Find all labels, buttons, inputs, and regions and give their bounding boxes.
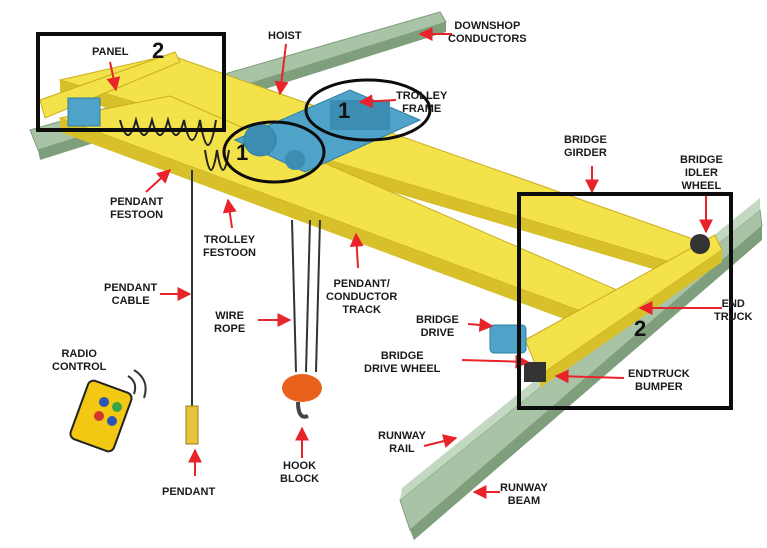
marker-number-hoist: 1 bbox=[236, 140, 249, 165]
end-truck-near bbox=[524, 234, 723, 388]
label-hoist: HOIST bbox=[268, 30, 302, 42]
trolley-frame-unit bbox=[233, 89, 422, 173]
hook-block-unit bbox=[282, 219, 322, 419]
marker-box-panel bbox=[36, 32, 226, 132]
bridge-idler-wheel-shape bbox=[690, 234, 710, 254]
marker-number-trolley: 1 bbox=[338, 98, 351, 123]
label-pendant: PENDANT bbox=[162, 486, 216, 498]
pendant-festoon-loops bbox=[119, 116, 217, 146]
pendant-box bbox=[185, 405, 199, 445]
marker-number-end-truck: 2 bbox=[634, 316, 647, 341]
panel-unit bbox=[67, 97, 101, 127]
marker-box-end-truck bbox=[517, 192, 733, 410]
label-panel: PANEL bbox=[92, 46, 129, 58]
trolley-festoon-loops bbox=[204, 149, 230, 171]
marker-circle-hoist bbox=[222, 120, 326, 184]
marker-circle-trolley bbox=[304, 78, 432, 142]
radio-control-device bbox=[69, 369, 147, 453]
marker-number-panel: 2 bbox=[152, 38, 165, 63]
endtruck-bumper-block bbox=[524, 362, 546, 382]
